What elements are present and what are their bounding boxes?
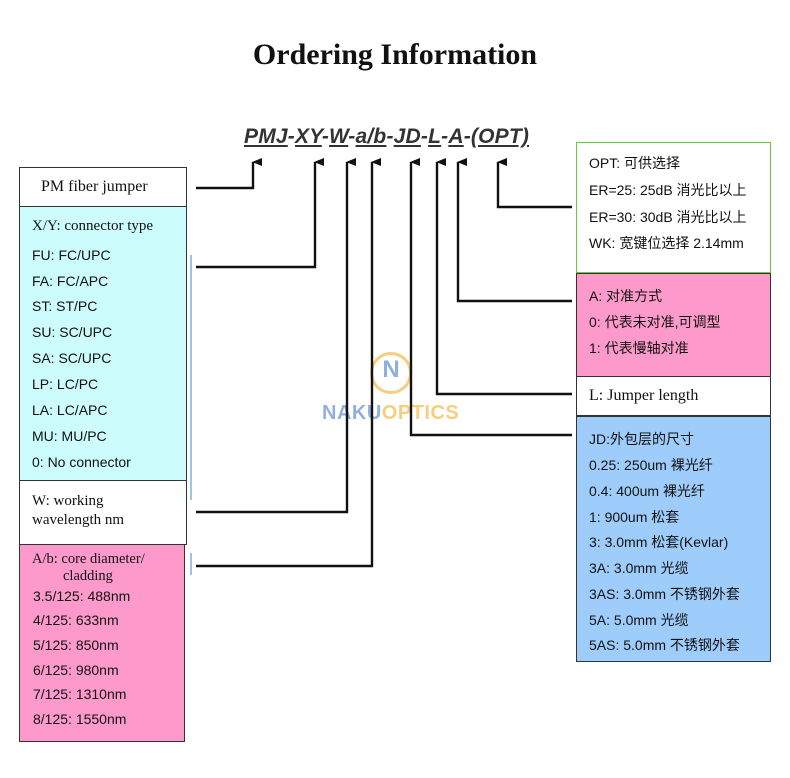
core-header-2: cladding [63, 568, 113, 584]
core-diameter-box: A/b: core diameter/ cladding 3.5/125: 48… [19, 544, 185, 742]
pm-fiber-jumper-box: PM fiber jumper [19, 167, 187, 207]
connector-item: ST: ST/PC [32, 298, 98, 314]
code-part-jd: JD [393, 125, 421, 148]
connector-item: FA: FC/APC [32, 273, 109, 289]
logo-text-b: OPTICS [381, 402, 460, 424]
opt-item: WK: 宽键位选择 2.14mm [589, 235, 744, 251]
logo-letter: N [382, 356, 400, 383]
alignment-box: A: 对准方式 0: 代表未对准,可调型 1: 代表慢轴对准 [576, 273, 771, 377]
pm-fiber-label: PM fiber jumper [41, 178, 148, 195]
connector-item: SU: SC/UPC [32, 324, 113, 340]
connector-item: LA: LC/APC [32, 402, 108, 418]
jumper-length-box: L: Jumper length [576, 376, 771, 416]
jacket-item: 3A: 3.0mm 光缆 [589, 560, 689, 576]
code-part-a: A [448, 125, 464, 148]
align-item: 0: 代表未对准,可调型 [589, 314, 721, 330]
length-label: L: Jumper length [589, 387, 699, 404]
line-opt [496, 158, 572, 209]
logo-text-a: NAKU [322, 402, 382, 424]
code-sep: - [287, 125, 295, 148]
core-item: 8/125: 1550nm [33, 711, 127, 727]
connector-item: LP: LC/PC [32, 376, 99, 392]
line-jd [409, 158, 572, 437]
core-item: 5/125: 850nm [33, 637, 119, 653]
code-part-w: W [329, 125, 349, 148]
code-part-l: L [428, 125, 442, 148]
line-w [196, 158, 356, 514]
core-item: 7/125: 1310nm [33, 686, 127, 702]
code-sep: - [463, 125, 471, 148]
page-title: Ordering Information [252, 38, 538, 71]
code-sep: - [321, 125, 330, 148]
code-sep: - [441, 125, 449, 148]
align-item: A: 对准方式 [589, 288, 663, 304]
wavelength-label-2: wavelength nm [32, 512, 125, 528]
connector-item: 0: No connector [32, 454, 131, 470]
code-part-xy: XY [294, 125, 322, 148]
opt-item: ER=30: 30dB 消光比以上 [589, 209, 747, 225]
wavelength-label-1: W: working [32, 493, 104, 509]
jacket-item: JD:外包层的尺寸 [589, 431, 694, 447]
opt-item: OPT: 可供选择 [589, 155, 681, 171]
core-item: 4/125: 633nm [33, 612, 119, 628]
core-item: 6/125: 980nm [33, 662, 119, 678]
jacket-item: 3AS: 3.0mm 不锈钢外套 [589, 586, 740, 602]
line-pmj [196, 158, 262, 190]
jacket-item: 3: 3.0mm 松套(Kevlar) [589, 534, 729, 550]
jacket-item: 5A: 5.0mm 光缆 [589, 612, 689, 628]
align-item: 1: 代表慢轴对准 [589, 340, 689, 356]
opt-box: OPT: 可供选择 ER=25: 25dB 消光比以上 ER=30: 30dB … [576, 142, 771, 273]
connector-type-box: X/Y: connector type FU: FC/UPC FA: FC/AP… [19, 206, 187, 481]
opt-item: ER=25: 25dB 消光比以上 [589, 182, 747, 198]
code-sep: - [386, 125, 394, 148]
wavelength-box: W: working wavelength nm [19, 480, 187, 545]
connector-item: FU: FC/UPC [32, 247, 111, 263]
line-ab [196, 158, 381, 568]
part-number-code: PMJ-XY-W-a/b-JD-L-A-(OPT) [244, 125, 529, 149]
line-xy [196, 158, 324, 269]
code-part-pmj: PMJ [244, 125, 288, 148]
line-a [456, 158, 572, 303]
core-header-1: A/b: core diameter/ [32, 551, 145, 567]
connector-item: MU: MU/PC [32, 428, 107, 444]
line-l [435, 158, 572, 396]
jacket-item: 5AS: 5.0mm 不锈钢外套 [589, 637, 740, 653]
jacket-item: 0.4: 400um 裸光纤 [589, 483, 705, 499]
code-part-opt: (OPT) [470, 125, 530, 148]
connector-item: SA: SC/UPC [32, 350, 112, 366]
jacket-item: 0.25: 250um 裸光纤 [589, 457, 713, 473]
logo-text: NAKUOPTICS [322, 402, 459, 425]
jacket-item: 1: 900um 松套 [589, 509, 680, 525]
connector-type-header: X/Y: connector type [32, 218, 154, 234]
core-item: 3.5/125: 488nm [33, 588, 131, 604]
code-part-ab: a/b [355, 125, 387, 148]
code-sep: - [348, 125, 356, 148]
code-sep: - [420, 125, 429, 148]
jacket-box: JD:外包层的尺寸 0.25: 250um 裸光纤 0.4: 400um 裸光纤… [576, 416, 771, 662]
